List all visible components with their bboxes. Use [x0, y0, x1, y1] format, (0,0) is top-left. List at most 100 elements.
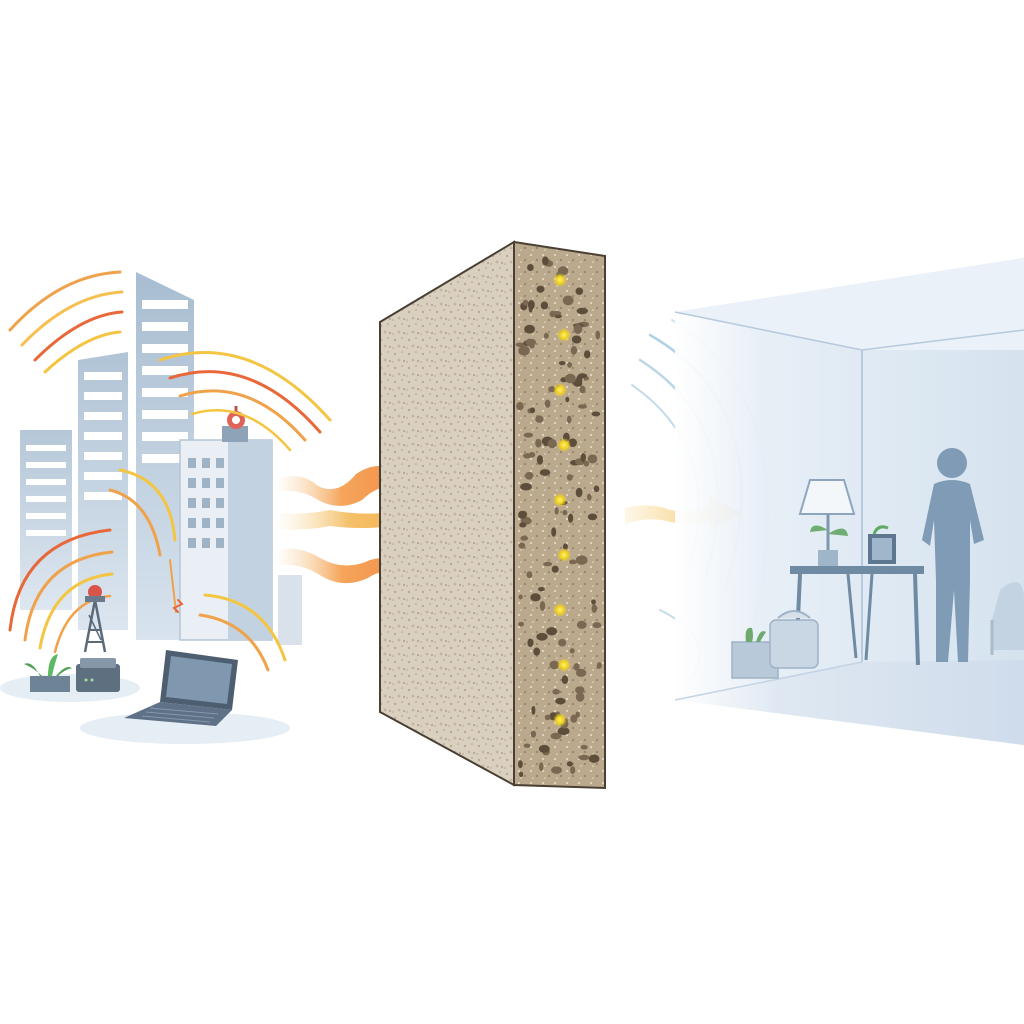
incoming-wave-arrow-middle: [275, 500, 460, 538]
pore: [527, 638, 534, 647]
pore: [577, 404, 588, 409]
pore: [566, 474, 573, 481]
pore: [515, 342, 525, 348]
incoming-wave-arrow-bottom: [275, 548, 466, 614]
pore: [555, 697, 566, 705]
pore: [530, 593, 541, 602]
pore: [575, 686, 585, 694]
chair-icon: [990, 582, 1024, 655]
pore: [575, 711, 580, 718]
pore: [535, 415, 544, 423]
pore: [552, 689, 560, 695]
desk-laptop-icon: [868, 525, 896, 564]
ground-shadow-laptop: [80, 712, 290, 744]
pore: [522, 299, 529, 306]
glow-point: [553, 713, 567, 727]
pore: [571, 335, 582, 344]
pore: [520, 483, 532, 491]
pore: [535, 438, 542, 448]
pore: [575, 487, 583, 498]
pore: [519, 522, 527, 528]
cell-tower-icon: [83, 585, 107, 653]
pore: [523, 432, 534, 438]
pore: [518, 594, 523, 600]
pore: [543, 332, 549, 339]
glow-point: [553, 603, 567, 617]
pore: [547, 439, 557, 449]
pore: [570, 345, 578, 355]
pore: [529, 407, 536, 414]
pore: [586, 493, 592, 501]
pore: [568, 559, 577, 565]
pore: [573, 380, 583, 387]
signal-waves-left: [8, 270, 332, 672]
glow-point: [557, 548, 571, 562]
pore: [544, 714, 551, 721]
pore: [584, 350, 591, 359]
pore: [576, 620, 587, 630]
pore: [520, 535, 529, 541]
pore: [570, 714, 578, 723]
pore: [546, 627, 558, 636]
pore: [587, 454, 598, 464]
pore: [591, 411, 601, 417]
pore: [540, 301, 549, 310]
pore: [518, 760, 523, 769]
lamp-icon: [798, 479, 856, 566]
pore: [524, 324, 535, 334]
pore: [570, 766, 576, 775]
pore: [527, 264, 534, 271]
pore: [579, 385, 586, 394]
pore: [551, 311, 562, 316]
pore: [577, 373, 588, 379]
pore: [549, 660, 560, 670]
pore: [573, 663, 580, 671]
pore: [543, 561, 553, 567]
pore: [575, 668, 587, 677]
pore: [536, 455, 544, 465]
pore: [539, 469, 551, 476]
absorbed-energy-glow-icon: [553, 273, 571, 727]
pore: [518, 510, 527, 519]
pore: [575, 692, 585, 702]
pore: [575, 287, 584, 295]
pore: [554, 507, 559, 515]
pore: [538, 587, 545, 592]
pore: [562, 295, 574, 306]
pore: [518, 542, 526, 549]
pore: [566, 761, 573, 767]
pore: [562, 509, 568, 516]
pore: [580, 744, 588, 750]
laptop-icon: [124, 650, 238, 726]
pore: [580, 453, 586, 462]
pore: [538, 744, 550, 753]
pore: [533, 647, 541, 656]
pore: [518, 345, 530, 356]
glow-point: [557, 328, 571, 342]
pore: [564, 373, 576, 384]
pore: [561, 675, 569, 685]
pore: [558, 361, 566, 366]
pore: [536, 285, 545, 293]
pore: [573, 324, 583, 334]
pore: [576, 307, 588, 315]
pore: [567, 362, 573, 368]
glow-point: [553, 493, 567, 507]
pore: [557, 727, 570, 735]
glow-point: [553, 383, 567, 397]
city-buildings-icon: [20, 272, 302, 645]
pore: [539, 762, 544, 771]
rooftop-antenna-icon: [227, 406, 245, 429]
pore: [588, 754, 600, 763]
pore: [587, 513, 598, 521]
pore: [575, 555, 588, 565]
pore: [583, 460, 590, 467]
glow-point: [557, 438, 571, 452]
pore: [542, 256, 549, 266]
pore: [591, 604, 597, 613]
pore: [592, 622, 602, 629]
glow-point: [553, 273, 567, 287]
pore: [531, 705, 536, 715]
person-silhouette-icon: [922, 448, 984, 662]
